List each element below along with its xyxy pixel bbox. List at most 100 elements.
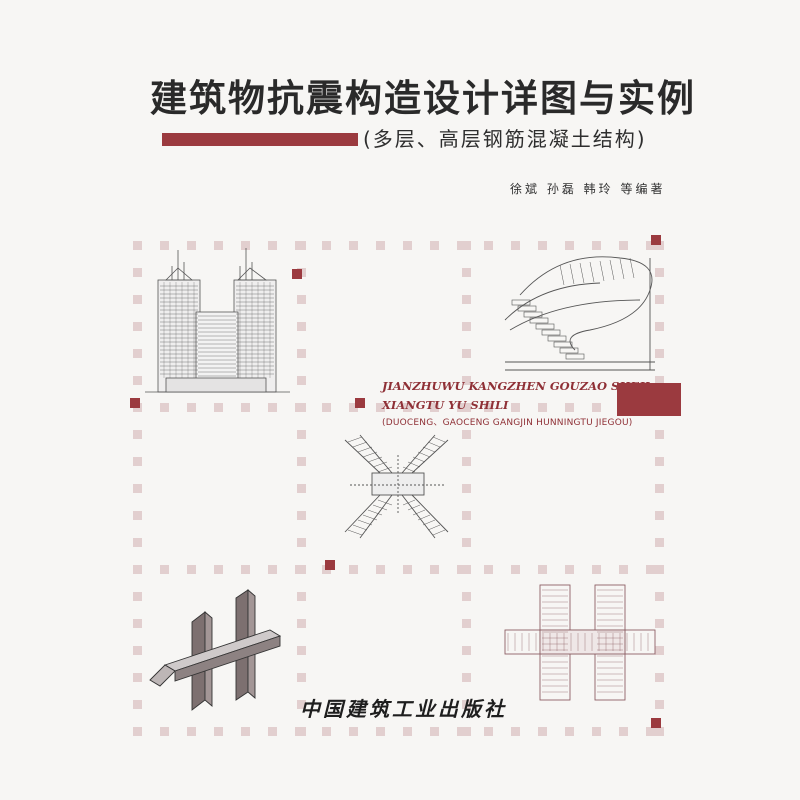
grid-dot [430, 565, 439, 574]
x-stair-tread [417, 451, 431, 458]
x-stair-tread [377, 499, 393, 506]
grid-dot [322, 727, 331, 736]
pinyin-title-line1: JIANZHUWU KANGZHEN GOUZAO SHEJI [382, 379, 650, 393]
grid-dot [133, 646, 142, 655]
grid-dot [268, 565, 277, 574]
book-authors: 徐斌 孙磊 韩玲 等编著 [510, 182, 666, 196]
pinyin-title: JIANZHUWU KANGZHEN GOUZAO SHEJI XIANGTU … [382, 377, 650, 415]
grid-dot [214, 727, 223, 736]
grid-dot [538, 403, 547, 412]
grid-dot [297, 295, 306, 304]
x-stair-tread [422, 519, 436, 526]
grid-dot [376, 241, 385, 250]
grid-dot [462, 619, 471, 628]
grid-dot [655, 322, 664, 331]
grid-dot [646, 565, 655, 574]
stair-step [535, 323, 555, 330]
grid-dot [297, 646, 306, 655]
stair-step [511, 299, 531, 306]
grid-dot [511, 565, 520, 574]
grid-dot [133, 511, 142, 520]
grid-dot [457, 565, 466, 574]
grid-dot [133, 241, 142, 250]
grid-dot [430, 403, 439, 412]
x-stair-tread [407, 504, 421, 511]
grid-dot [655, 430, 664, 439]
grid-dot [241, 241, 250, 250]
grid-dot [133, 619, 142, 628]
grid-dot [297, 700, 306, 709]
grid-dot [592, 727, 601, 736]
grid-dot [297, 565, 306, 574]
grid-dot [297, 619, 306, 628]
high-rise-twin-tower-elevation [145, 248, 290, 393]
beam-column-joint-3d [149, 589, 282, 711]
grid-dot [655, 511, 664, 520]
grid-dot [297, 592, 306, 601]
grid-dot [297, 430, 306, 439]
grid-dot [646, 241, 655, 250]
grid-dot [214, 403, 223, 412]
grid-dot [462, 565, 471, 574]
stair-tread [589, 261, 595, 283]
grid-dot [322, 403, 331, 412]
x-stair-tread [367, 456, 383, 463]
grid-dot [655, 673, 664, 682]
stair-step [553, 341, 573, 348]
x-stair-tread [357, 446, 373, 453]
grid-dot [349, 727, 358, 736]
grid-dot [349, 565, 358, 574]
stair-tread [579, 262, 585, 284]
grid-dot [538, 565, 547, 574]
grid-dot [462, 241, 471, 250]
grid-dot [187, 565, 196, 574]
spiral-staircase [504, 256, 655, 371]
dark-grid-dot [651, 718, 661, 728]
grid-dot [655, 538, 664, 547]
grid-dot [462, 727, 471, 736]
x-stair-tread [377, 466, 393, 473]
grid-dot [462, 511, 471, 520]
grid-dot [376, 727, 385, 736]
x-stair-tread [417, 514, 431, 521]
grid-dot [619, 241, 628, 250]
grid-dot [457, 403, 466, 412]
grid-dot [160, 565, 169, 574]
grid-dot [538, 727, 547, 736]
stair-tread [609, 259, 615, 281]
x-stair-tread [357, 519, 373, 526]
grid-dot [133, 700, 142, 709]
grid-dot [297, 511, 306, 520]
grid-dot [462, 376, 471, 385]
grid-dot [655, 376, 664, 385]
grid-dot [187, 403, 196, 412]
grid-dot [511, 241, 520, 250]
grid-dot [133, 295, 142, 304]
grid-dot [484, 403, 493, 412]
grid-dot [511, 727, 520, 736]
grid-dot [403, 241, 412, 250]
grid-dot [403, 565, 412, 574]
book-subtitle: (多层、高层钢筋混凝土结构) [363, 127, 647, 151]
book-title: 建筑物抗震构造设计详图与实例 [150, 76, 696, 120]
grid-dot [241, 403, 250, 412]
dark-grid-dot [651, 235, 661, 245]
grid-dot [538, 241, 547, 250]
grid-dot [160, 727, 169, 736]
x-stair-tread [422, 446, 436, 453]
grid-dot [565, 727, 574, 736]
grid-dot [462, 349, 471, 358]
grid-dot [565, 403, 574, 412]
grid-dot [133, 457, 142, 466]
grid-dot [457, 727, 466, 736]
grid-dot [655, 592, 664, 601]
grid-dot [592, 403, 601, 412]
grid-dot [655, 268, 664, 277]
grid-dot [565, 241, 574, 250]
stair-step [523, 311, 543, 318]
grid-dot [187, 727, 196, 736]
grid-dot [462, 646, 471, 655]
grid-dot [133, 673, 142, 682]
grid-dot [565, 565, 574, 574]
